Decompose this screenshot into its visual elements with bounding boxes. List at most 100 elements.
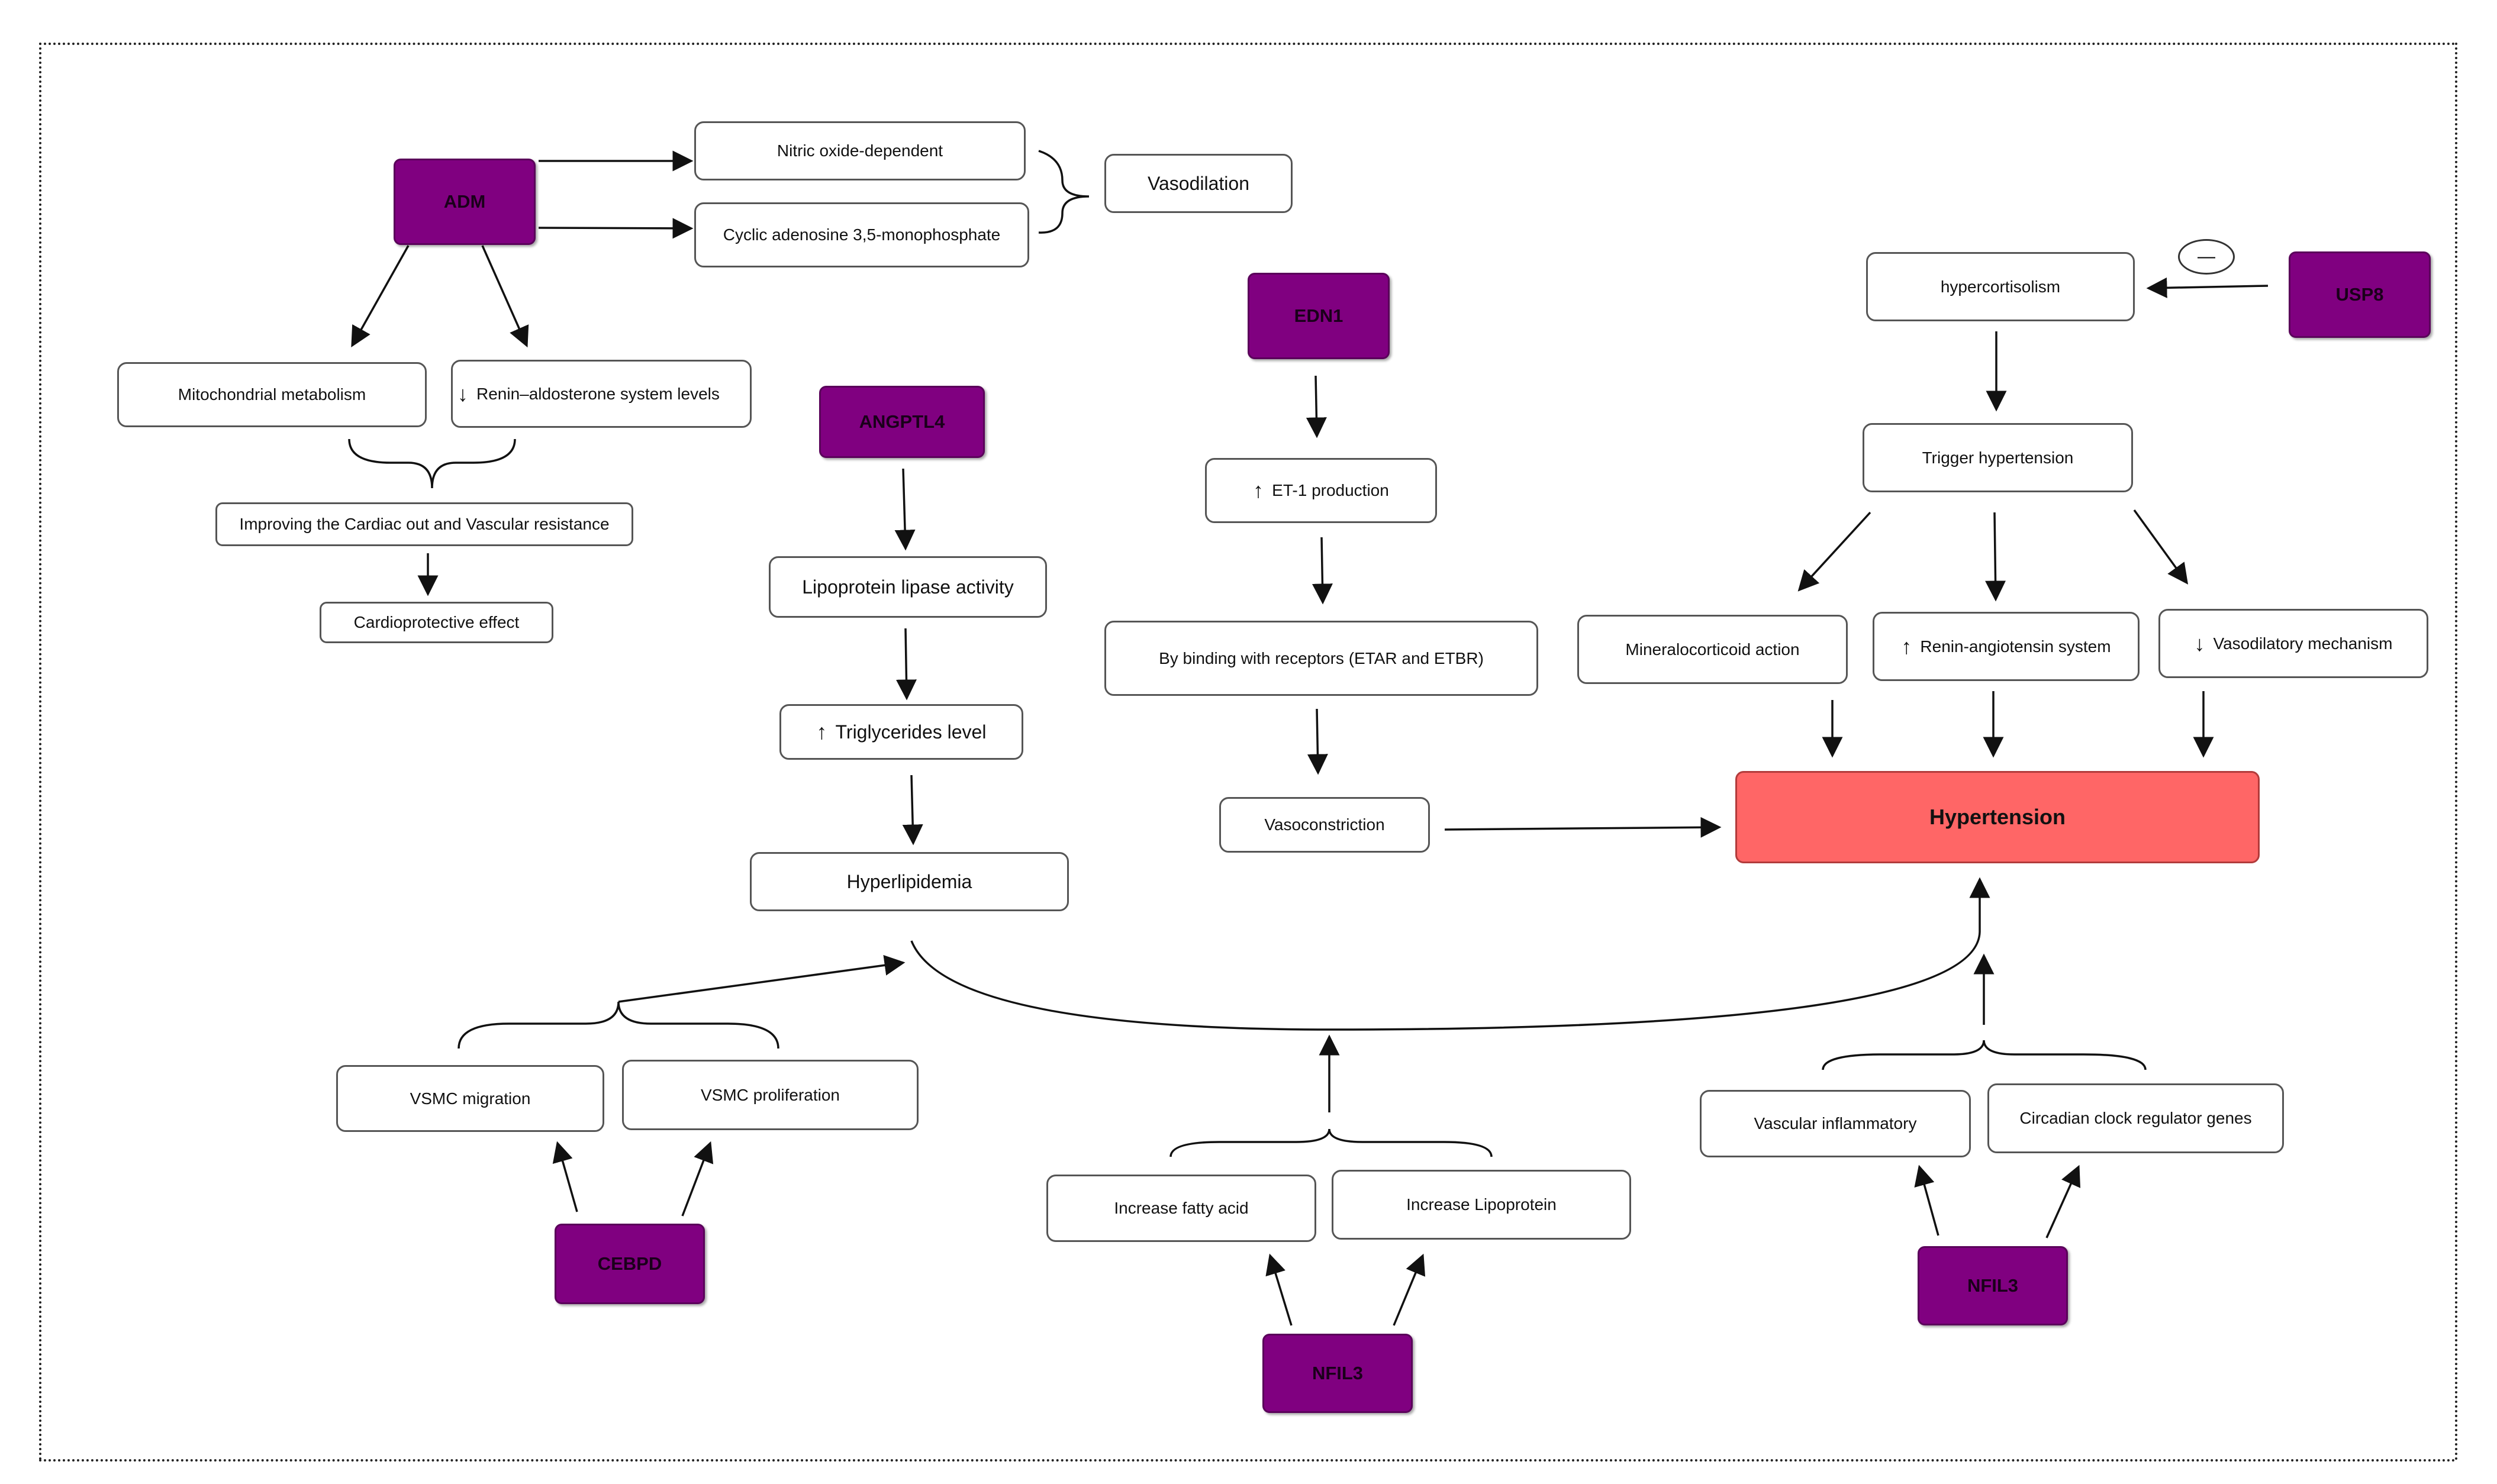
down-arrow-icon: ↓ xyxy=(457,381,468,406)
arrow-edn1-et1 xyxy=(1306,375,1327,438)
arrow-trigger-mineralo xyxy=(1797,511,1871,592)
box-vasoconstriction[interactable]: Vasoconstriction xyxy=(1219,797,1430,853)
dotted-frame xyxy=(39,43,2457,1462)
box-vasodilation-label: Vasodilation xyxy=(1148,172,1249,194)
box-vsmc-migration-label: VSMC migration xyxy=(410,1089,531,1108)
down-arrow-icon: ↓ xyxy=(2194,631,2205,656)
box-renin-angiotensin-label: Renin-angiotensin system xyxy=(1920,637,2111,656)
arrow-nfil3-center-lipoprotein xyxy=(1393,1253,1426,1326)
arrow-adm-renin xyxy=(481,245,529,348)
box-trigger-hypertension-label: Trigger hypertension xyxy=(1922,448,2074,467)
box-fatty-acid-label: Increase fatty acid xyxy=(1114,1199,1249,1217)
box-nitric-oxide[interactable]: Nitric oxide-dependent xyxy=(694,121,1026,180)
curve-hyperlipidemia-hypertension xyxy=(910,877,1990,1031)
box-lipoprotein-lipase[interactable]: Lipoprotein lipase activity xyxy=(769,556,1047,618)
arrow-trig-hyperlipidemia xyxy=(902,775,923,846)
arrow-lipase-trig xyxy=(895,628,917,701)
arrow-nfil3-center-fatty xyxy=(1265,1253,1293,1326)
box-et1-production-label: ET-1 production xyxy=(1272,481,1389,499)
box-hypercortisolism[interactable]: hypercortisolism xyxy=(1866,252,2135,321)
box-vsmc-proliferation-label: VSMC proliferation xyxy=(701,1085,840,1104)
box-nitric-oxide-label: Nitric oxide-dependent xyxy=(777,141,943,160)
box-lipoprotein-lipase-label: Lipoprotein lipase activity xyxy=(802,576,1014,598)
arrow-binding-vasoconstriction xyxy=(1307,708,1328,775)
box-vascular-inflammatory-label: Vascular inflammatory xyxy=(1754,1114,1917,1133)
brace-cebpd xyxy=(457,1001,779,1049)
gene-usp8-label: USP8 xyxy=(2335,284,2384,305)
box-cardioprotective[interactable]: Cardioprotective effect xyxy=(320,602,553,643)
arrow-et1-binding xyxy=(1312,537,1333,605)
box-vsmc-proliferation[interactable]: VSMC proliferation xyxy=(622,1060,919,1130)
box-circadian-label: Circadian clock regulator genes xyxy=(2019,1109,2252,1127)
gene-angptl4-label: ANGPTL4 xyxy=(859,411,945,432)
gene-edn1[interactable]: EDN1 xyxy=(1248,273,1390,359)
up-arrow-icon: ↑ xyxy=(1253,478,1264,502)
arrow-nfil3-right-inflam xyxy=(1914,1164,1939,1236)
gene-adm[interactable]: ADM xyxy=(394,159,536,245)
box-improving-label: Improving the Cardiac out and Vascular r… xyxy=(239,515,610,533)
arrow-trigger-ras xyxy=(1985,512,2006,602)
arrow-vasoconstriction-hypertension xyxy=(1444,817,1722,838)
box-mitochondrial[interactable]: Mitochondrial metabolism xyxy=(117,362,427,427)
box-vasoconstriction-label: Vasoconstriction xyxy=(1264,815,1385,834)
arrow-angptl4-lipase xyxy=(894,468,916,551)
gene-nfil3-center[interactable]: NFIL3 xyxy=(1262,1334,1413,1413)
brace-adm-merge xyxy=(348,438,516,489)
box-hyperlipidemia[interactable]: Hyperlipidemia xyxy=(750,852,1069,911)
box-hypertension[interactable]: Hypertension xyxy=(1735,771,2260,863)
up-arrow-icon: ↑ xyxy=(816,720,827,744)
box-cyclic-amp[interactable]: Cyclic adenosine 3,5-monophosphate xyxy=(694,202,1029,267)
box-hypertension-label: Hypertension xyxy=(1929,805,2066,829)
box-cyclic-amp-label: Cyclic adenosine 3,5-monophosphate xyxy=(723,225,1001,244)
brace-nfil3-right xyxy=(1822,1040,2147,1070)
inhibition-minus-icon: — xyxy=(2198,247,2215,266)
gene-adm-label: ADM xyxy=(443,191,486,212)
box-vascular-inflammatory[interactable]: Vascular inflammatory xyxy=(1700,1090,1971,1157)
box-et1-production[interactable]: ↑ ET-1 production xyxy=(1205,458,1437,523)
box-increase-lipoprotein-label: Increase Lipoprotein xyxy=(1406,1195,1557,1214)
gene-nfil3-center-label: NFIL3 xyxy=(1312,1363,1364,1383)
gene-cebpd-label: CEBPD xyxy=(597,1253,662,1274)
box-triglycerides-label: Triglycerides level xyxy=(835,721,987,743)
box-mineralocorticoid-label: Mineralocorticoid action xyxy=(1625,640,1800,659)
box-renin-angiotensin[interactable]: ↑ Renin-angiotensin system xyxy=(1873,612,2140,681)
gene-usp8[interactable]: USP8 xyxy=(2289,251,2431,338)
box-vasodilatory-label: Vasodilatory mechanism xyxy=(2213,634,2393,653)
gene-angptl4[interactable]: ANGPTL4 xyxy=(819,386,985,458)
box-mitochondrial-label: Mitochondrial metabolism xyxy=(178,385,366,404)
arrow-adm-mito xyxy=(351,245,410,348)
gene-cebpd[interactable]: CEBPD xyxy=(555,1224,705,1304)
box-circadian[interactable]: Circadian clock regulator genes xyxy=(1987,1083,2284,1153)
box-triglycerides[interactable]: ↑ Triglycerides level xyxy=(779,704,1023,760)
box-hypercortisolism-label: hypercortisolism xyxy=(1940,277,2061,296)
box-hyperlipidemia-label: Hyperlipidemia xyxy=(846,870,972,892)
box-vasodilatory[interactable]: ↓ Vasodilatory mechanism xyxy=(2158,609,2428,678)
box-receptor-binding-label: By binding with receptors (ETAR and ETBR… xyxy=(1159,649,1484,667)
brace-nfil3-center xyxy=(1169,1128,1493,1157)
arrow-nfil3-right-circadian xyxy=(2045,1164,2081,1238)
box-renin-aldosterone[interactable]: ↓ Renin–aldosterone system levels xyxy=(451,360,752,428)
gene-edn1-label: EDN1 xyxy=(1294,305,1343,326)
box-increase-lipoprotein[interactable]: Increase Lipoprotein xyxy=(1332,1170,1631,1240)
box-cardioprotective-label: Cardioprotective effect xyxy=(353,613,520,631)
arrow-cebpd-proliferation xyxy=(681,1141,714,1217)
box-vasodilation[interactable]: Vasodilation xyxy=(1104,154,1293,213)
gene-nfil3-right[interactable]: NFIL3 xyxy=(1918,1246,2068,1325)
box-trigger-hypertension[interactable]: Trigger hypertension xyxy=(1863,423,2133,492)
brace-vasodilation xyxy=(1038,150,1090,234)
arrow-cebpd-migration xyxy=(552,1141,578,1212)
arrow-trigger-vasodil xyxy=(2133,509,2189,585)
box-improving[interactable]: Improving the Cardiac out and Vascular r… xyxy=(215,502,633,546)
box-mineralocorticoid[interactable]: Mineralocorticoid action xyxy=(1577,615,1848,684)
arrow-usp8-hypercort xyxy=(2146,277,2269,298)
arrow-cebpd-brace-hyperlipidemia xyxy=(618,954,906,1003)
box-renin-aldosterone-label: Renin–aldosterone system levels xyxy=(476,384,720,403)
up-arrow-icon: ↑ xyxy=(1901,634,1912,659)
gene-nfil3-right-label: NFIL3 xyxy=(1967,1275,2019,1296)
box-receptor-binding[interactable]: By binding with receptors (ETAR and ETBR… xyxy=(1104,621,1538,696)
box-vsmc-migration[interactable]: VSMC migration xyxy=(336,1065,604,1132)
inhibition-symbol: — xyxy=(2178,239,2235,275)
box-fatty-acid[interactable]: Increase fatty acid xyxy=(1046,1175,1316,1242)
